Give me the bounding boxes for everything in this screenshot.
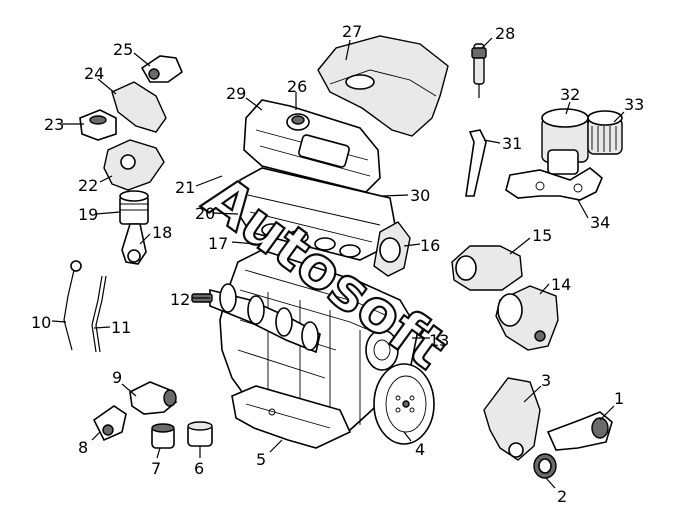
engine-top-cover — [317, 35, 449, 137]
bushing-2 — [533, 453, 557, 479]
callout-4: 4 — [415, 440, 425, 459]
callout-30: 30 — [410, 186, 430, 205]
callout-15: 15 — [532, 226, 552, 245]
oil-filter — [587, 110, 623, 155]
vacuum-pump — [451, 245, 523, 291]
bushing-6 — [187, 421, 213, 447]
callout-29: 29 — [226, 84, 246, 103]
callout-11: 11 — [111, 318, 131, 337]
callout-28: 28 — [495, 24, 515, 43]
dipstick-tube — [465, 129, 487, 197]
cylinder-head — [235, 167, 396, 261]
water-outlet — [92, 405, 127, 442]
leader-lines — [51, 37, 625, 489]
callout-12: 12 — [170, 290, 190, 309]
callout-27: 27 — [342, 22, 362, 41]
callout-32: 32 — [560, 85, 580, 104]
dipstick-guide-11 — [91, 275, 107, 353]
callout-26: 26 — [287, 77, 307, 96]
callout-1: 1 — [614, 389, 624, 408]
bushing-7 — [151, 423, 175, 449]
starter-motor — [495, 285, 559, 351]
oil-pan — [231, 385, 352, 449]
callout-24: 24 — [84, 64, 104, 83]
mount-bracket-3 — [483, 377, 541, 461]
engine-mount-25 — [140, 55, 183, 83]
callout-6: 6 — [194, 459, 204, 478]
oil-filter-housing — [541, 108, 589, 175]
callout-5: 5 — [256, 450, 266, 469]
callout-20: 20 — [195, 204, 215, 223]
callout-19: 19 — [78, 205, 98, 224]
flywheel — [373, 363, 435, 445]
callout-3: 3 — [541, 371, 551, 390]
callout-21: 21 — [175, 178, 195, 197]
callout-25: 25 — [113, 40, 133, 59]
engine-mount-bracket-22 — [103, 139, 165, 191]
callout-10: 10 — [31, 313, 51, 332]
fuel-pump — [373, 221, 411, 277]
callout-22: 22 — [78, 176, 98, 195]
filter-bracket — [505, 167, 603, 201]
fuel-injector — [471, 43, 487, 98]
engine-mount-bracket-24 — [111, 81, 167, 133]
piston — [119, 190, 149, 225]
callout-13: 13 — [429, 331, 449, 350]
callout-17: 17 — [208, 234, 228, 253]
callout-8: 8 — [78, 438, 88, 457]
callout-7: 7 — [151, 459, 161, 478]
crankshaft — [191, 283, 321, 354]
callout-23: 23 — [44, 115, 64, 134]
callout-33: 33 — [624, 95, 644, 114]
dipstick-10 — [63, 260, 82, 351]
valve-cover — [243, 99, 381, 193]
callout-labels: 1 2 3 4 5 6 7 8 9 10 11 12 13 14 15 16 1… — [31, 22, 644, 506]
callout-34: 34 — [590, 213, 610, 232]
thermostat-housing — [129, 381, 177, 415]
callout-14: 14 — [551, 275, 571, 294]
callout-18: 18 — [152, 223, 172, 242]
engine-mount-23 — [79, 109, 117, 141]
callout-2: 2 — [557, 487, 567, 506]
mount-1 — [546, 411, 613, 451]
callout-31: 31 — [502, 134, 522, 153]
callout-9: 9 — [112, 368, 122, 387]
callout-16: 16 — [420, 236, 440, 255]
connecting-rod — [121, 223, 147, 265]
